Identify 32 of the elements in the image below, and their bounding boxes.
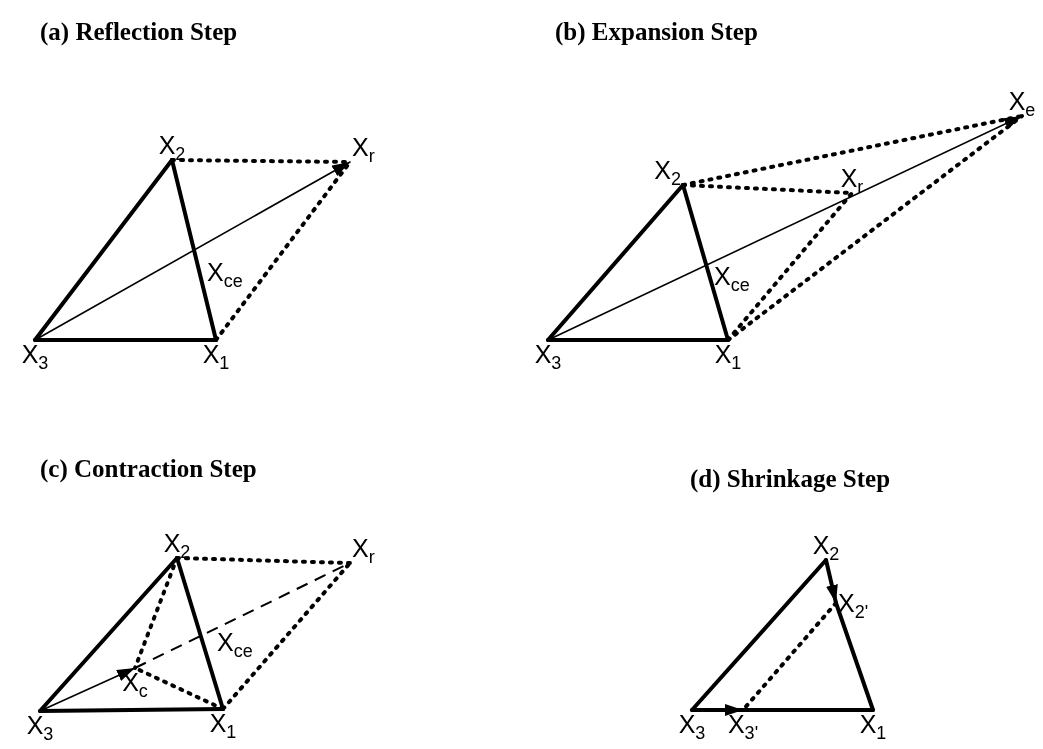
panel-title: (d) Shrinkage Step <box>690 465 891 493</box>
point-label: X$_{ce}$ <box>205 258 245 287</box>
point-label: X$_{3}$ <box>19 340 51 369</box>
dotted-line <box>726 191 854 342</box>
point-label: X$_{1}$ <box>207 709 239 738</box>
point-label: X$_{r}$ <box>350 534 377 563</box>
panel-title: (b) Expansion Step <box>555 18 758 46</box>
point-label: X$_{3}$ <box>532 340 564 369</box>
dotted-line <box>133 556 179 670</box>
panel-title: (a) Reflection Step <box>40 18 238 46</box>
point-label: X$_{1}$ <box>857 710 889 739</box>
point-label: X$_{1}$ <box>200 340 232 369</box>
point-label: X$_{2}$ <box>652 156 683 185</box>
line <box>33 338 218 342</box>
arrow <box>824 558 838 605</box>
point-label: X$_{ce}$ <box>215 628 255 657</box>
line <box>741 708 875 712</box>
point-label: X$_{ce}$ <box>712 262 752 291</box>
point-label: X$_{2'}$ <box>836 588 871 618</box>
panel-title: (c) Contraction Step <box>40 455 257 483</box>
point-label: X$_{r}$ <box>350 133 377 162</box>
point-label: X$_{2}$ <box>810 531 842 560</box>
arrow <box>690 704 745 716</box>
dotted-line <box>175 556 352 565</box>
dotted-line <box>221 561 352 711</box>
line <box>546 338 730 342</box>
point-label: X$_{e}$ <box>1006 87 1038 116</box>
point-label: X$_{r}$ <box>838 164 866 193</box>
point-label: X$_{3}$ <box>676 710 708 739</box>
point-label: X$_{1}$ <box>712 340 744 369</box>
point-label: X$_{3'}$ <box>725 710 761 739</box>
point-label: X$_{3}$ <box>24 711 56 740</box>
